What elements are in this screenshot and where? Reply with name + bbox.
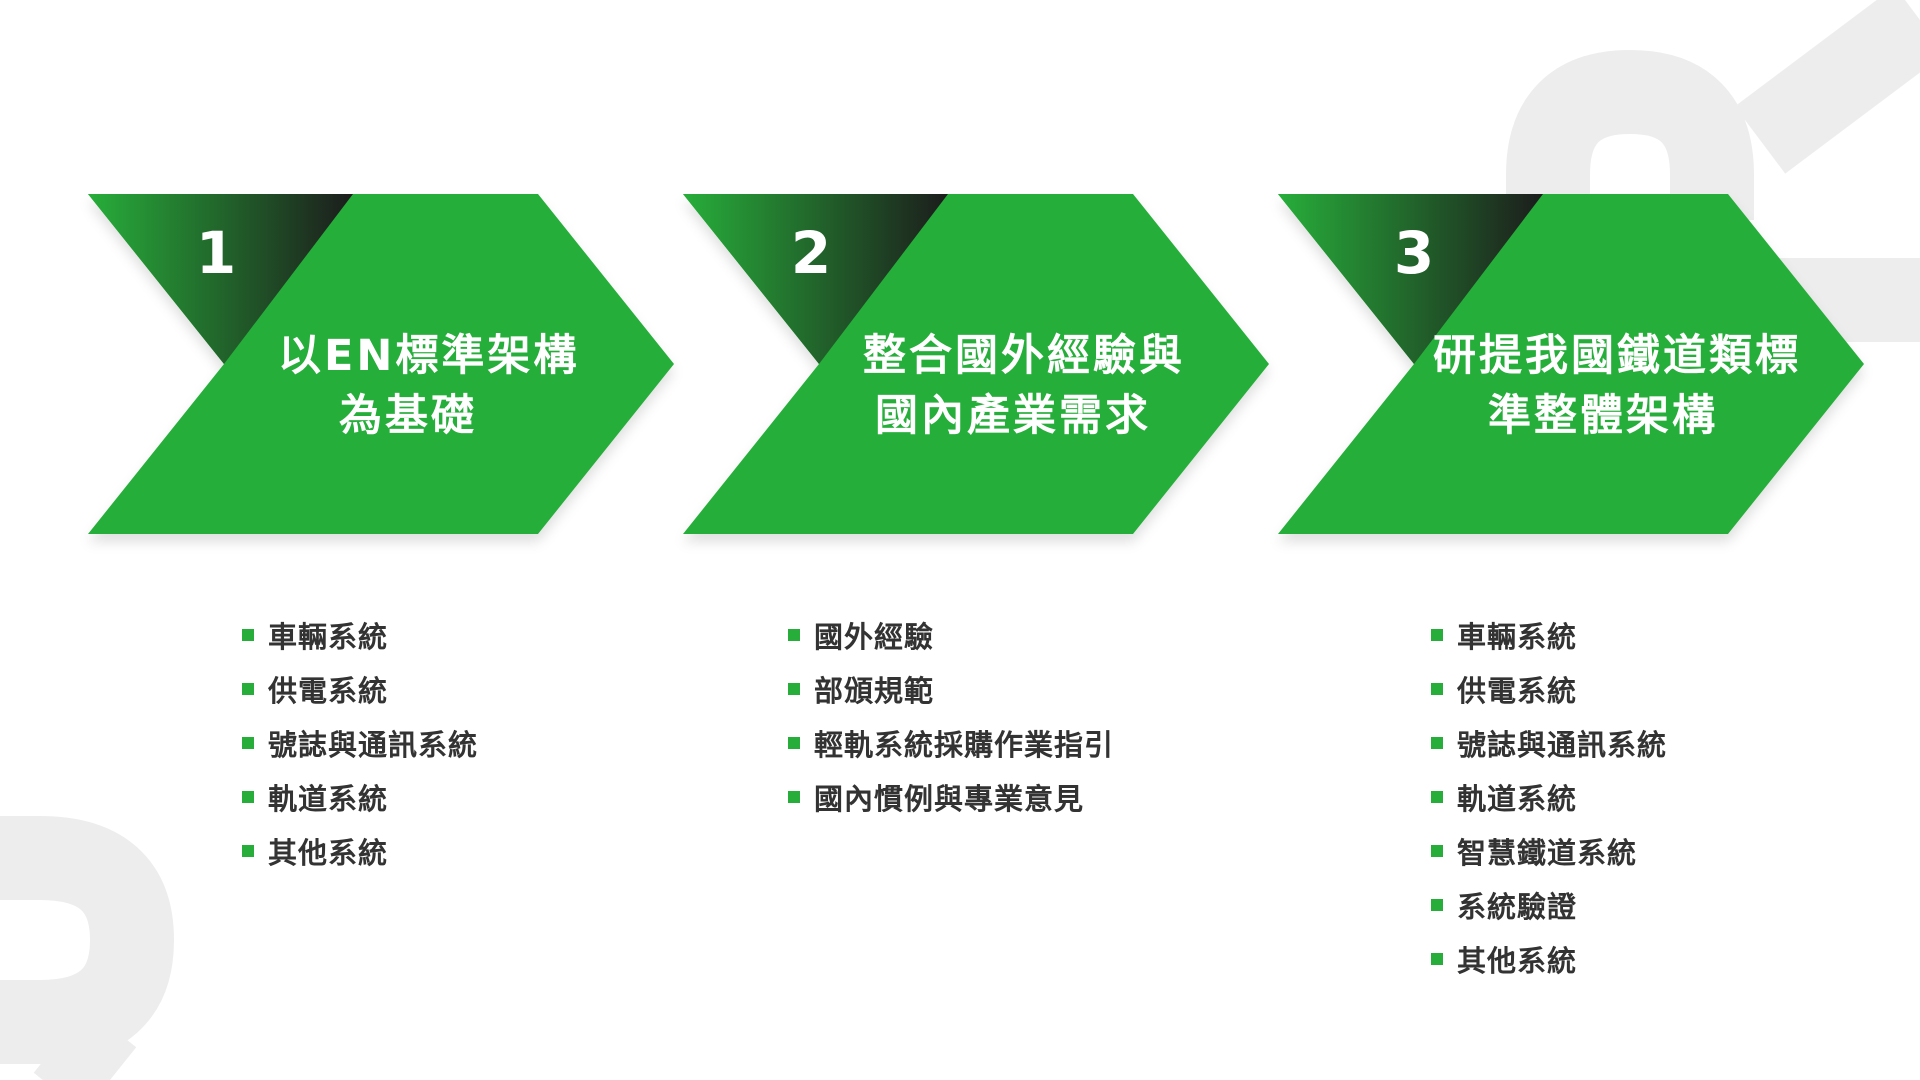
square-bullet-icon [1431,629,1443,641]
list-item: 車輛系統 [1431,608,1667,662]
list-item: 國內慣例與專業意見 [788,770,1114,824]
square-bullet-icon [1431,953,1443,965]
list-item: 國外經驗 [788,608,1114,662]
square-bullet-icon [1431,683,1443,695]
step-title: 以EN標準架構 為基礎 [278,326,580,446]
step-title: 整合國外經驗與 國內產業需求 [863,326,1185,446]
step-card-1: 1 以EN標準架構 為基礎 [88,194,674,534]
square-bullet-icon [788,737,800,749]
step-number: 3 [1393,219,1435,287]
square-bullet-icon [242,791,254,803]
step-title: 研提我國鐵道類標 準整體架構 [1433,326,1801,446]
step-2-item-list: 國外經驗 部頒規範 輕軌系統採購作業指引 國內慣例與專業意見 [788,608,1114,824]
step-title-line-1: 研提我國鐵道類標 [1433,331,1801,381]
list-item: 輕軌系統採購作業指引 [788,716,1114,770]
list-item: 軌道系統 [1431,770,1667,824]
square-bullet-icon [1431,845,1443,857]
step-card-3: 3 研提我國鐵道類標 準整體架構 [1278,194,1864,534]
list-item: 車輛系統 [242,608,478,662]
list-item: 其他系統 [242,824,478,878]
square-bullet-icon [788,683,800,695]
step-3-item-list: 車輛系統 供電系統 號誌與通訊系統 軌道系統 智慧鐵道系統 系統驗證 其他系統 [1431,608,1667,986]
step-title-line-2: 為基礎 [339,391,477,441]
step-title-line-2: 準整體架構 [1488,391,1718,441]
chevron-arrow-shape [683,194,1269,534]
square-bullet-icon [242,845,254,857]
chevron-arrow-shape [1278,194,1864,534]
list-item: 供電系統 [1431,662,1667,716]
square-bullet-icon [788,629,800,641]
list-item: 系統驗證 [1431,878,1667,932]
step-card-2: 2 整合國外經驗與 國內產業需求 [683,194,1269,534]
list-item: 號誌與通訊系統 [242,716,478,770]
list-item: 號誌與通訊系統 [1431,716,1667,770]
square-bullet-icon [242,629,254,641]
square-bullet-icon [1431,737,1443,749]
square-bullet-icon [242,737,254,749]
list-item: 軌道系統 [242,770,478,824]
square-bullet-icon [1431,899,1443,911]
list-item: 智慧鐵道系統 [1431,824,1667,878]
chevron-arrow-shape [88,194,674,534]
step-number: 2 [790,219,832,287]
list-item: 供電系統 [242,662,478,716]
step-title-line-1: 以EN標準架構 [278,331,580,381]
list-item: 其他系統 [1431,932,1667,986]
square-bullet-icon [242,683,254,695]
square-bullet-icon [788,791,800,803]
list-item: 部頒規範 [788,662,1114,716]
step-title-line-2: 國內產業需求 [875,391,1151,441]
step-title-line-1: 整合國外經驗與 [863,331,1185,381]
square-bullet-icon [1431,791,1443,803]
step-number: 1 [195,219,237,287]
step-1-item-list: 車輛系統 供電系統 號誌與通訊系統 軌道系統 其他系統 [242,608,478,878]
